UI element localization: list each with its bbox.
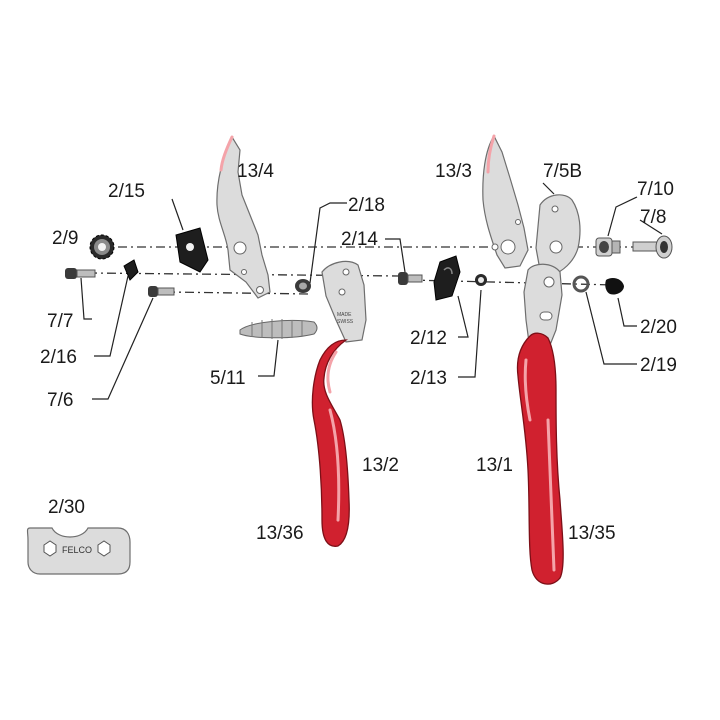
wrench-2-30: FELCO xyxy=(26,527,131,575)
label-13-3: 13/3 xyxy=(435,161,472,182)
label-13-36: 13/36 xyxy=(256,523,304,544)
label-2-12: 2/12 xyxy=(410,328,447,349)
label-13-4: 13/4 xyxy=(237,161,274,182)
assembly-axes xyxy=(87,246,665,295)
label-2-15: 2/15 xyxy=(108,181,145,202)
label-2-30: 2/30 xyxy=(48,497,85,518)
shim-2-12-highlight xyxy=(443,267,453,275)
plate-2-15-hole xyxy=(186,243,194,251)
handle-13-1 xyxy=(516,263,564,585)
nut-2-18 xyxy=(295,279,311,293)
label-2-16: 2/16 xyxy=(40,347,77,368)
label-2-20: 2/20 xyxy=(640,317,677,338)
nut-2-20 xyxy=(605,278,624,295)
svg-text:MADE: MADE xyxy=(337,312,352,318)
washer-2-19 xyxy=(572,275,590,293)
label-13-2: 13/2 xyxy=(362,455,399,476)
anvil-7-5B xyxy=(535,194,581,276)
label-5-11: 5/11 xyxy=(210,368,246,389)
svg-text:SWISS: SWISS xyxy=(337,319,354,325)
part-labels: 13/4 2/15 2/9 7/7 2/16 7/6 2/18 2/14 5/1… xyxy=(40,161,677,544)
label-2-18: 2/18 xyxy=(348,195,385,216)
label-7-10: 7/10 xyxy=(637,179,674,200)
label-7-8: 7/8 xyxy=(640,207,666,228)
label-7-5B: 7/5B xyxy=(543,161,582,182)
bushing-7-10 xyxy=(595,237,621,257)
leader-lines xyxy=(80,182,663,400)
label-13-35: 13/35 xyxy=(568,523,616,544)
spring-5-11 xyxy=(239,319,318,339)
axis-right xyxy=(409,279,616,286)
label-7-7: 7/7 xyxy=(47,311,73,332)
label-13-1: 13/1 xyxy=(476,455,513,476)
wrench-brand-text: FELCO xyxy=(62,545,92,555)
axis-left-lower xyxy=(165,291,311,295)
blade-13-4 xyxy=(216,135,271,299)
label-2-14: 2/14 xyxy=(341,229,378,250)
label-2-9: 2/9 xyxy=(52,228,78,249)
bolt-7-7 xyxy=(65,268,96,279)
blade-13-3 xyxy=(482,134,529,269)
washer-2-16 xyxy=(123,259,139,281)
bolt-2-14 xyxy=(398,272,423,285)
screw-7-6 xyxy=(148,286,175,297)
label-2-19: 2/19 xyxy=(640,355,677,376)
label-7-6: 7/6 xyxy=(47,390,73,411)
nut-2-9 xyxy=(89,234,115,260)
shim-2-12 xyxy=(433,255,461,301)
label-2-13: 2/13 xyxy=(410,368,447,389)
washer-2-13 xyxy=(475,274,487,286)
bolt-7-8 xyxy=(632,235,673,259)
handle-13-2: MADE SWISS xyxy=(311,260,367,547)
